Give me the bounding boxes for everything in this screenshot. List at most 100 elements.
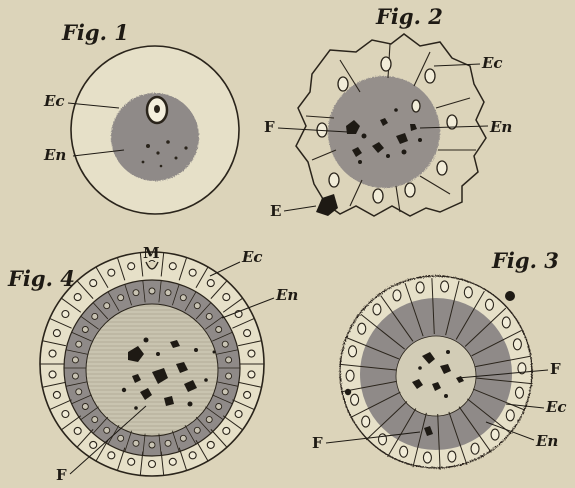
cell-nucleus [244, 330, 251, 337]
fig2-label-en: En [489, 118, 512, 136]
cell-nucleus [149, 461, 156, 468]
cell-nucleus [226, 357, 232, 363]
cell-nucleus [189, 452, 196, 459]
cell-nucleus [165, 290, 171, 296]
cell-nucleus [464, 287, 472, 298]
cell-nucleus [491, 429, 499, 440]
cell-nucleus [165, 440, 171, 446]
cell-nucleus [90, 441, 97, 448]
cell-nucleus [226, 373, 232, 379]
cell-nucleus [169, 458, 176, 465]
cell-nucleus [133, 290, 139, 296]
cell-nucleus [222, 389, 228, 395]
cell-nucleus [74, 427, 81, 434]
figure-3: Fig. 3 F Ec En F [312, 248, 567, 470]
cell-nucleus [471, 443, 479, 454]
cell-nucleus [416, 282, 424, 293]
cell-nucleus [502, 317, 510, 328]
fig4-label-m: M [143, 244, 160, 262]
cell-nucleus [62, 411, 69, 418]
fig3-label-ec: Ec [545, 398, 567, 416]
cell-nucleus [207, 280, 214, 287]
cell-nucleus [128, 458, 135, 465]
cell-nucleus [244, 391, 251, 398]
cell-nucleus [92, 313, 98, 319]
cell-nucleus [351, 394, 359, 405]
cell-nucleus [358, 323, 366, 334]
fig4-leader-ec [210, 262, 240, 276]
fig4-title: Fig. 4 [7, 266, 75, 291]
cell-nucleus [72, 357, 78, 363]
cell-nucleus [216, 404, 222, 410]
cell-nucleus [76, 389, 82, 395]
cell-nucleus [485, 299, 493, 310]
cell-nucleus [49, 371, 56, 378]
cell-nucleus [515, 387, 523, 398]
cell-nucleus [207, 441, 214, 448]
fig3-label-f1: F [550, 360, 561, 378]
cell-nucleus [423, 452, 431, 463]
fig1-nucleolus [154, 105, 160, 113]
cell-nucleus [400, 446, 408, 457]
fig2-title: Fig. 2 [375, 4, 443, 29]
fig1-title: Fig. 1 [61, 20, 129, 45]
fig2-label-f: F [264, 118, 275, 136]
cell-nucleus [223, 427, 230, 434]
figure-1: Fig. 1 Ec En [43, 20, 239, 214]
cell-nucleus [53, 391, 60, 398]
cell-nucleus [76, 341, 82, 347]
figure-2: Fig. 2 Ec En F E [264, 4, 512, 220]
cell-nucleus [513, 339, 521, 350]
cell-nucleus [441, 281, 449, 292]
cell-nucleus [180, 435, 186, 441]
fig3-title: Fig. 3 [491, 248, 559, 273]
cell-nucleus [248, 350, 255, 357]
fig2-label-e: E [270, 202, 281, 220]
cell-nucleus [149, 288, 155, 294]
cell-nucleus [53, 330, 60, 337]
cell-nucleus [133, 440, 139, 446]
cell-nucleus [62, 311, 69, 318]
fig2-label-ec: Ec [481, 54, 503, 72]
cell-nucleus [206, 417, 212, 423]
cell-nucleus [248, 371, 255, 378]
cell-nucleus [222, 341, 228, 347]
cell-nucleus [373, 304, 381, 315]
cell-nucleus [49, 350, 56, 357]
fig2-extruded-body [316, 194, 338, 216]
cell-nucleus [393, 290, 401, 301]
cell-nucleus [118, 295, 124, 301]
cell-nucleus [206, 313, 212, 319]
cell-nucleus [223, 294, 230, 301]
cell-nucleus [216, 327, 222, 333]
cell-nucleus [448, 451, 456, 462]
cell-nucleus [235, 411, 242, 418]
cell-nucleus [169, 263, 176, 270]
cell-nucleus [92, 417, 98, 423]
cell-nucleus [118, 435, 124, 441]
cell-nucleus [194, 303, 200, 309]
fig2-leader-ec [434, 64, 480, 66]
cell-nucleus [379, 434, 387, 445]
figure-4: Fig. 4 M Ec En F [7, 244, 298, 484]
fig3-label-en: En [535, 432, 558, 450]
cell-nucleus [149, 442, 155, 448]
cell-nucleus [128, 263, 135, 270]
cell-nucleus [349, 346, 357, 357]
cell-nucleus [346, 370, 354, 381]
fig2-leader-e [284, 206, 316, 211]
cell-nucleus [180, 295, 186, 301]
cell-nucleus [194, 427, 200, 433]
cell-nucleus [108, 452, 115, 459]
fig1-label-en: En [43, 146, 66, 164]
cell-nucleus [506, 410, 514, 421]
fig4-cavity [86, 304, 218, 436]
cell-nucleus [104, 303, 110, 309]
cell-nucleus [104, 427, 110, 433]
cell-nucleus [72, 373, 78, 379]
cell-nucleus [90, 280, 97, 287]
fig1-label-ec: Ec [43, 92, 65, 110]
cell-nucleus [82, 404, 88, 410]
fig3-label-f2: F [312, 434, 323, 452]
